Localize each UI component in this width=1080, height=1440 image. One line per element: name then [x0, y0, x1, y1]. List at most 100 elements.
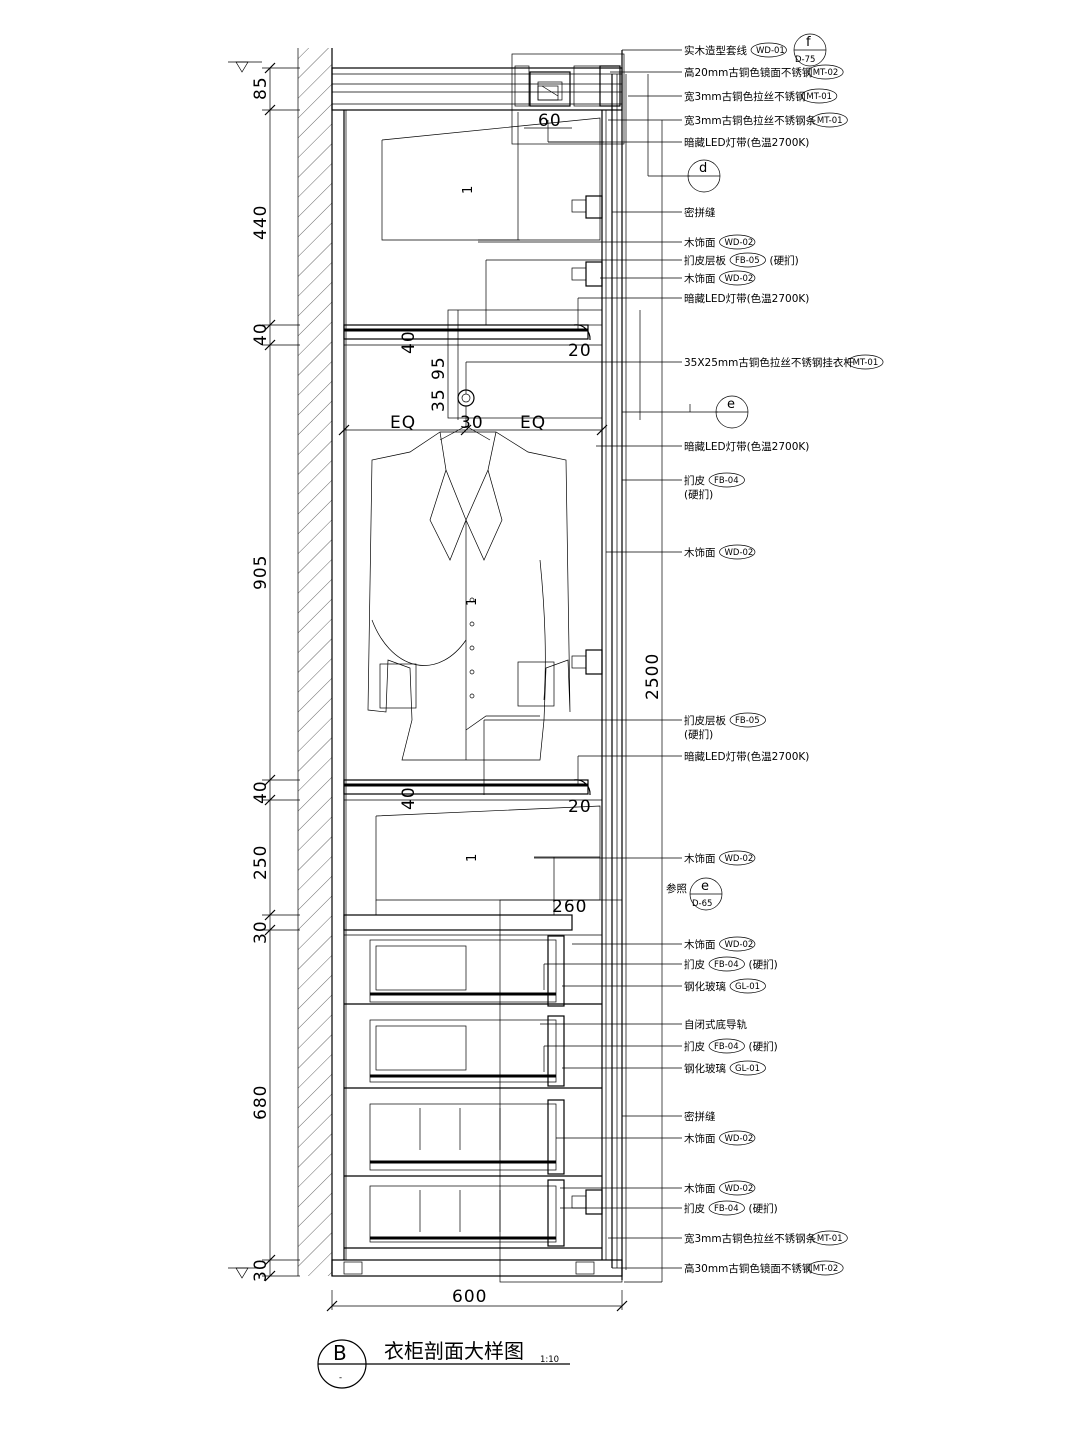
title-mark: B	[333, 1341, 347, 1365]
material-tag-ellipse	[750, 42, 787, 58]
dim-40-lower: 40	[251, 780, 271, 804]
shelf-mark-3: 1	[465, 854, 480, 862]
lower-open-compartment: 260 1	[375, 805, 601, 917]
material-tag: WD-02	[725, 238, 754, 248]
callout-text: 木饰面	[684, 272, 716, 285]
detail-bubble-e-ref: e D-65	[689, 877, 723, 911]
detail-bubble-f: f D-75	[793, 33, 827, 67]
callout-text: 木饰面	[684, 236, 716, 249]
dim-85: 85	[251, 76, 271, 100]
callout-4: 暗藏LED灯带(色温2700K)	[684, 136, 809, 149]
material-tag: FB-05	[735, 256, 760, 266]
callout-text: 钢化玻璃	[684, 1062, 726, 1075]
dim-600: 600	[452, 1287, 487, 1307]
callout-9: 暗藏LED灯带(色温2700K)	[684, 292, 809, 305]
callout-5: 密拼缝	[684, 206, 716, 219]
callout-text: 参照	[666, 882, 687, 895]
material-tag-ellipse	[807, 64, 844, 80]
callout-line2: (硬扪)	[684, 728, 713, 741]
callout-text: 宽3mm古铜色拉丝不锈钢	[684, 90, 806, 103]
drawing-title: 衣柜剖面大样图	[384, 1339, 524, 1363]
material-tag-ellipse	[719, 1130, 756, 1146]
material-tag: WD-02	[725, 548, 754, 558]
callout-text: 密拼缝	[684, 1110, 716, 1123]
material-tag: MT-01	[853, 358, 879, 368]
svg-text:d: d	[699, 161, 707, 176]
material-tag: MT-02	[813, 68, 839, 78]
material-tag-ellipse	[807, 1260, 844, 1276]
material-tag-ellipse	[708, 1200, 745, 1216]
material-tag-ellipse	[847, 354, 884, 370]
dim-40-upper: 40	[251, 322, 271, 346]
drawing-scale: 1:10	[540, 1355, 559, 1365]
callout-text: 35X25mm古铜色拉丝不锈钢挂衣杆	[684, 356, 854, 369]
shelf-mark-1: 1	[461, 186, 476, 194]
dim-30: 30	[460, 413, 484, 433]
callout-17: 参照	[666, 882, 687, 895]
title-sub-mark: -	[339, 1373, 342, 1383]
callout-8: 木饰面 WD-02	[684, 270, 756, 286]
material-tag-ellipse	[719, 270, 756, 286]
material-tag-ellipse	[708, 1038, 745, 1054]
dim-20-upper: 20	[568, 341, 592, 361]
material-tag-ellipse	[719, 1180, 756, 1196]
callout-text: 暗藏LED灯带(色温2700K)	[684, 292, 809, 305]
callout-text: 木饰面	[684, 1132, 716, 1145]
material-tag-ellipse	[719, 936, 756, 952]
callout-21: 自闭式底导轨	[684, 1018, 747, 1031]
callout-text: 扪皮	[684, 1040, 705, 1053]
svg-text:f: f	[806, 35, 811, 50]
dim-30-lower: 30	[251, 1258, 271, 1282]
detail-bubble-d: d	[687, 159, 721, 193]
material-tag-ellipse	[729, 1060, 766, 1076]
callout-text: 扪皮层板	[684, 714, 726, 727]
vertical-dimension-chain: 85 440 40 905 40 250 30 680 30	[228, 61, 300, 1282]
dim-40-shelf-upper: 40	[399, 330, 419, 354]
shelf-mark-2: 1	[465, 598, 480, 606]
callout-text: 扪皮	[684, 958, 705, 971]
dim-eq-right: EQ	[520, 413, 546, 433]
callout-text: 暗藏LED灯带(色温2700K)	[684, 440, 809, 453]
material-tag: FB-04	[714, 476, 739, 486]
callout-15: 暗藏LED灯带(色温2700K)	[684, 750, 809, 763]
wall-section	[297, 48, 333, 1276]
material-tag: WD-02	[725, 940, 754, 950]
callout-suffix: (硬扪)	[749, 958, 778, 971]
material-tag: WD-02	[725, 274, 754, 284]
material-tag: WD-02	[725, 1184, 754, 1194]
detail-bubble-e: e	[715, 395, 749, 429]
callout-6: 木饰面 WD-02	[684, 234, 756, 250]
upper-compartment: 60 1	[381, 81, 604, 287]
dim-905: 905	[251, 555, 271, 590]
callout-11: 暗藏LED灯带(色温2700K)	[684, 440, 809, 453]
dim-680: 680	[251, 1085, 271, 1120]
callout-19: 扪皮 FB-04 (硬扪)	[684, 956, 778, 972]
dim-440: 440	[251, 205, 271, 240]
drawing-title-block: B - 衣柜剖面大样图 1:10	[317, 1339, 570, 1389]
callout-leaders	[465, 49, 718, 1269]
callout-line2: (硬扪)	[684, 488, 713, 501]
material-tag-ellipse	[729, 978, 766, 994]
cabinet-carcass: 600 2500	[326, 50, 690, 1312]
material-tag-ellipse	[729, 712, 766, 728]
dim-250: 250	[251, 845, 271, 880]
dim-60: 60	[538, 111, 562, 131]
material-tag: FB-04	[714, 960, 739, 970]
material-tag: MT-02	[813, 1264, 839, 1274]
material-tag: WD-02	[725, 854, 754, 864]
